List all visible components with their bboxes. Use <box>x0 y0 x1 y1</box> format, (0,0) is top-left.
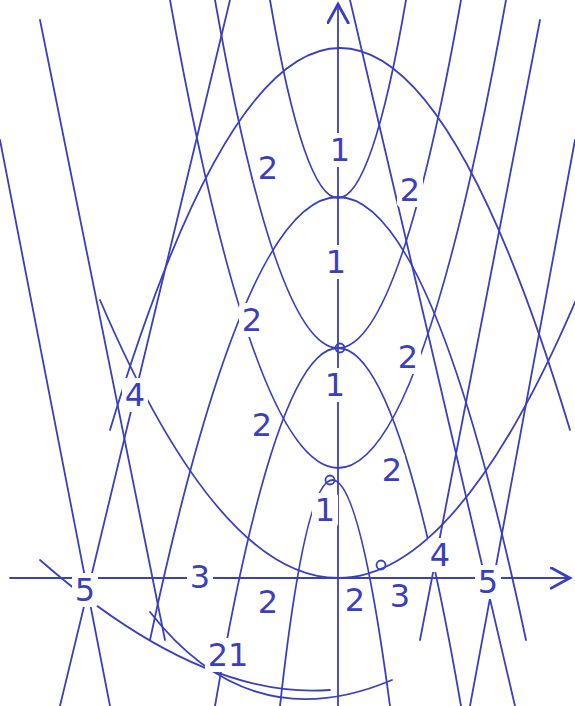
region-count: 5 <box>475 565 501 599</box>
region-count: 4 <box>427 538 453 572</box>
region-count: 1 <box>312 493 338 527</box>
region-count: 5 <box>72 573 98 607</box>
region-count: 1 <box>323 245 349 279</box>
region-count: 2 <box>342 583 368 617</box>
region-count: 2 <box>239 303 265 337</box>
region-count: 1 <box>327 133 353 167</box>
region-count: 21 <box>205 638 252 672</box>
region-count: 2 <box>397 173 423 207</box>
region-count: 1 <box>322 368 348 402</box>
region-count: 2 <box>255 151 281 185</box>
region-count: 2 <box>255 585 281 619</box>
region-count: 2 <box>395 340 421 374</box>
region-count: 3 <box>387 579 413 613</box>
region-count: 2 <box>379 453 405 487</box>
region-count: 2 <box>249 408 275 442</box>
region-count: 3 <box>187 560 213 594</box>
region-count: 4 <box>122 378 148 412</box>
